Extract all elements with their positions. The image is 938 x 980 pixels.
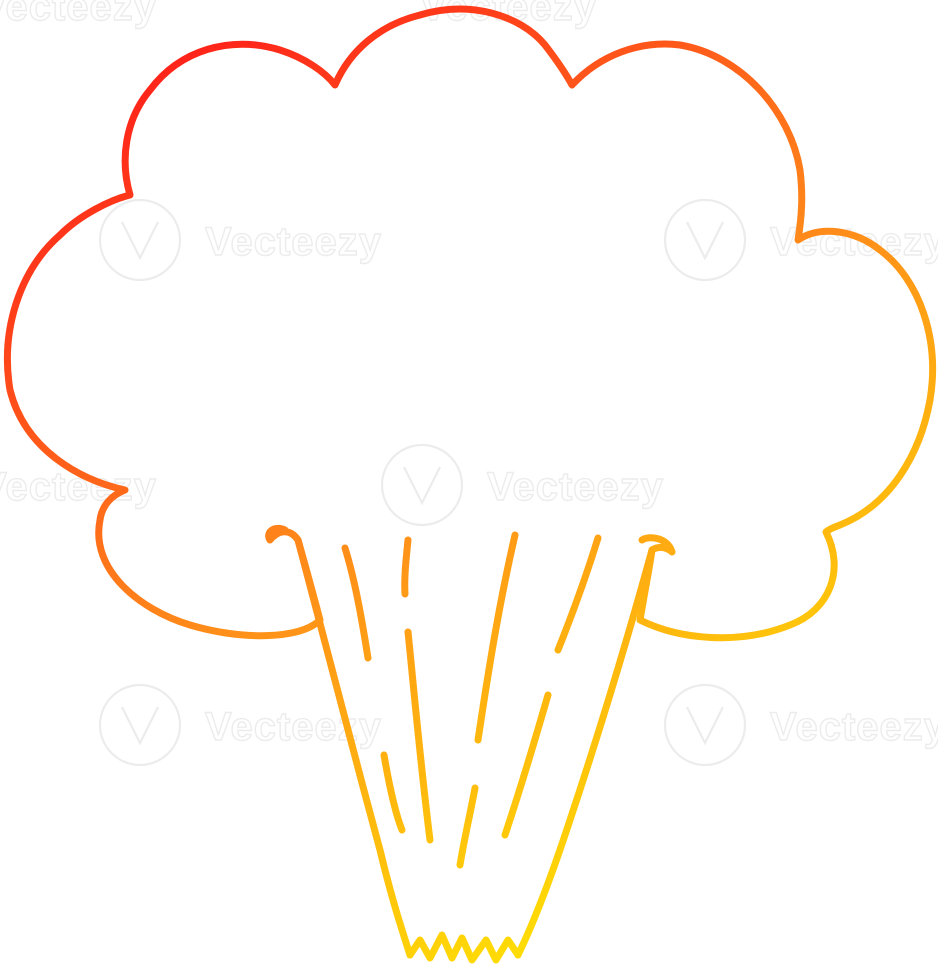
watermark-text: Vecteezy xyxy=(0,0,157,29)
vecteezy-v-logo-icon xyxy=(663,683,747,767)
vecteezy-v-logo-icon xyxy=(663,198,747,282)
blast-streak xyxy=(404,628,434,844)
explosion-drawing xyxy=(4,5,936,964)
blast-streak xyxy=(456,784,479,869)
watermark-6: Vecteezy xyxy=(663,683,938,767)
blast-streak xyxy=(401,536,412,598)
watermark-text: Vecteezy xyxy=(205,220,382,264)
vecteezy-v-logo-icon xyxy=(98,683,182,767)
blast-streak xyxy=(380,751,406,834)
watermark-1: Vecteezy xyxy=(98,198,382,282)
vecteezy-v-logo-icon xyxy=(98,198,182,282)
watermark-text: Vecteezy xyxy=(205,705,382,749)
blast-streak xyxy=(474,531,519,744)
watermark-layer: Vecteezy Vecteezy Vecteezy Vecteezy Vect… xyxy=(0,0,938,767)
watermark-text: Vecteezy xyxy=(487,465,664,509)
blast-streak xyxy=(554,534,602,654)
vecteezy-v-logo-icon xyxy=(380,443,464,527)
blast-streak xyxy=(501,691,552,839)
stem-right-edge xyxy=(514,546,656,959)
watermark-text: Vecteezy xyxy=(420,0,597,29)
cloud-outline xyxy=(4,5,936,642)
stem-jagged-base xyxy=(406,931,522,964)
watermark-3: Vecteezy xyxy=(380,443,664,527)
blast-streak xyxy=(341,544,372,662)
watermark-text: Vecteezy xyxy=(770,705,938,749)
stem-left-edge xyxy=(294,536,414,959)
